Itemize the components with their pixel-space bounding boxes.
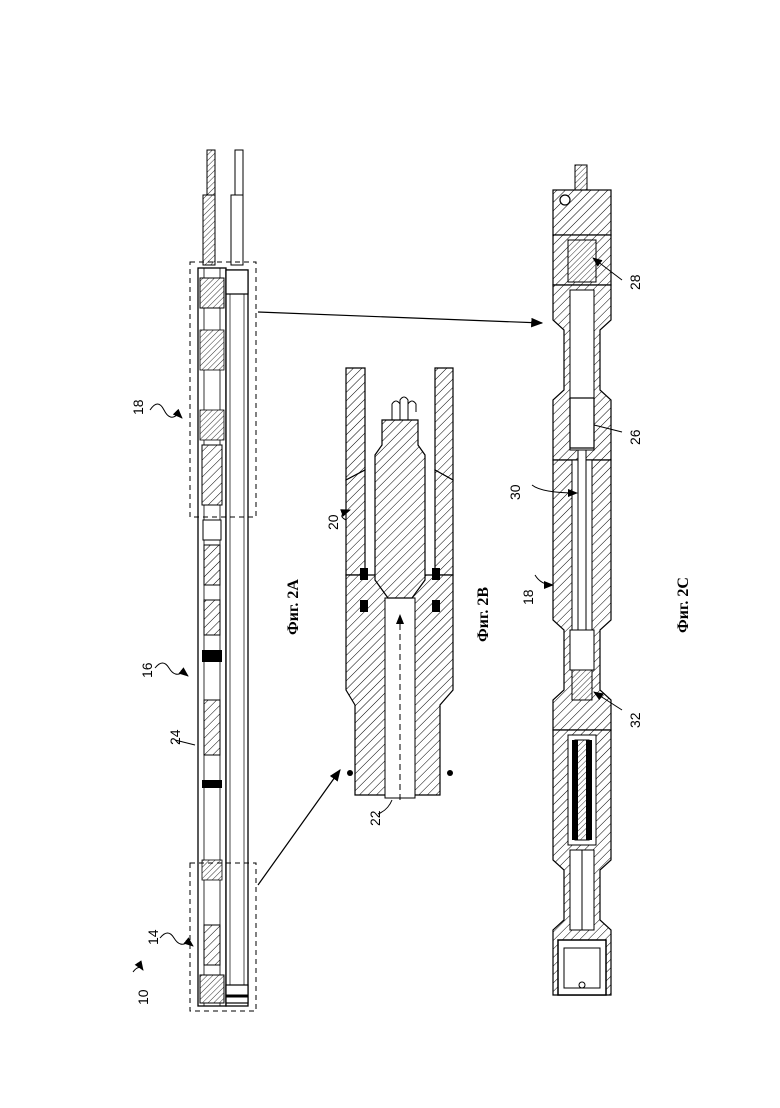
arrow-to-fig-2c <box>258 312 542 323</box>
plug-20 <box>375 420 425 598</box>
arrow-to-fig-2b <box>258 770 340 885</box>
plug-28 <box>568 240 596 282</box>
label-14: 14 <box>145 929 161 945</box>
label-10: 10 <box>135 989 151 1005</box>
figure-2c: 28 26 30 18 32 Фиг. 2C <box>507 165 692 995</box>
figure-2b: 20 22 Фиг. 2B <box>325 368 492 826</box>
internal-assembly-18 <box>202 445 222 505</box>
label-18-fig2a: 18 <box>130 399 146 415</box>
label-24: 24 <box>167 729 183 745</box>
upper-rod-left <box>207 150 215 195</box>
outer-housing-right <box>226 270 248 1006</box>
element-32 <box>572 670 592 700</box>
rod-30 <box>578 450 586 630</box>
label-16: 16 <box>139 662 155 678</box>
upper-rod-right-lower <box>231 195 243 265</box>
upper-rod-left-lower <box>203 195 215 265</box>
tool-body-left <box>198 268 226 1006</box>
label-26: 26 <box>627 429 643 445</box>
top-sub <box>200 278 224 308</box>
label-32: 32 <box>627 712 643 728</box>
caption-fig-2a: Фиг. 2A <box>285 579 302 635</box>
caption-fig-2c: Фиг. 2C <box>675 577 692 633</box>
label-20: 20 <box>325 514 341 530</box>
figure-2a: 18 16 24 14 10 Фиг. 2A <box>130 150 302 1011</box>
label-22: 22 <box>367 810 383 826</box>
component-24 <box>204 700 220 755</box>
caption-fig-2b: Фиг. 2B <box>475 587 492 642</box>
bottom-sub <box>200 975 224 1003</box>
upper-rod-right <box>235 150 243 195</box>
label-30: 30 <box>507 484 523 500</box>
label-28: 28 <box>627 274 643 290</box>
label-18-fig2c: 18 <box>520 589 536 605</box>
piston-26 <box>570 398 594 448</box>
